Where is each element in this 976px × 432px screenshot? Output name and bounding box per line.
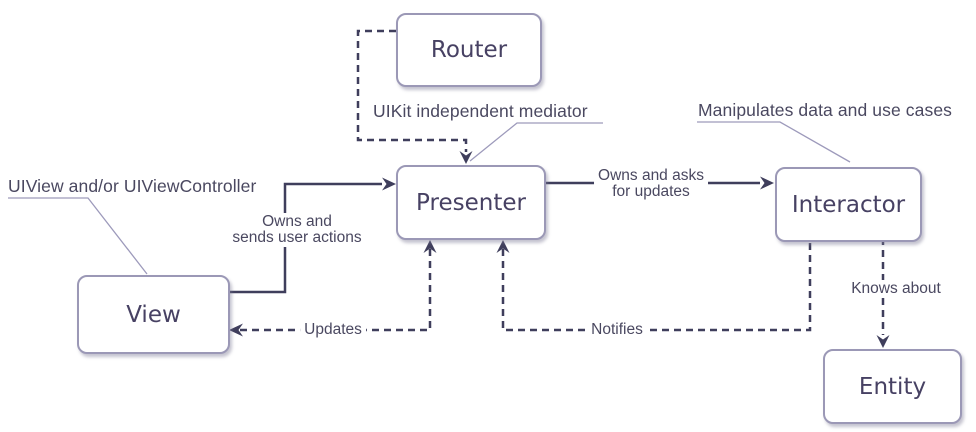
updates-line <box>240 249 432 332</box>
arrow-right-into-presenter-left-icon <box>382 177 396 191</box>
notifies-edge-label: Notifies <box>587 321 647 339</box>
router-to-presenter-line <box>356 29 468 152</box>
view-to-presenter-edge-label: Owns and sends user actions <box>228 213 366 247</box>
notifies-line <box>501 238 812 332</box>
interactor-annotation: Manipulates data and use cases <box>698 100 952 120</box>
updates-edge-label: Updates <box>300 321 366 339</box>
view-node: View <box>77 275 230 354</box>
view-annotation: UIView and/or UIViewController <box>8 176 257 196</box>
view-node-label: View <box>126 301 181 328</box>
knows-about-edge-label: Knows about <box>847 280 945 298</box>
view-to-presenter-edge-label-line1: Owns and <box>262 213 332 230</box>
router-node-label: Router <box>430 37 508 63</box>
entity-node-label: Entity <box>858 373 927 400</box>
presenter-to-interactor-edge-label-line1: Owns and asks <box>598 167 704 184</box>
router-node: Router <box>396 13 542 87</box>
manipulates-callout-line <box>697 121 851 163</box>
presenter-to-interactor-edge-label: Owns and asks for updates <box>594 167 708 201</box>
arrow-down-into-entity-top-icon <box>876 335 890 348</box>
arrow-left-into-view-right-icon <box>229 323 243 337</box>
arrow-up-into-presenter-bottom-left-icon <box>423 240 437 253</box>
presenter-to-interactor-edge-label-line2: for updates <box>612 183 690 200</box>
uiview-callout-line <box>8 197 148 275</box>
arrow-right-into-interactor-left-icon <box>760 176 774 190</box>
uikit-callout-line <box>469 122 603 162</box>
arrow-up-into-presenter-bottom-right-icon <box>496 240 510 253</box>
entity-node: Entity <box>823 349 962 424</box>
view-to-presenter-edge-label-line2: sends user actions <box>232 229 362 246</box>
presenter-node-label: Presenter <box>416 189 526 216</box>
router-annotation: UIKit independent mediator <box>373 101 588 121</box>
interactor-node-label: Interactor <box>791 191 906 218</box>
interactor-node: Interactor <box>775 167 922 242</box>
arrow-down-into-presenter-top-icon <box>459 151 473 164</box>
presenter-node: Presenter <box>396 165 546 240</box>
